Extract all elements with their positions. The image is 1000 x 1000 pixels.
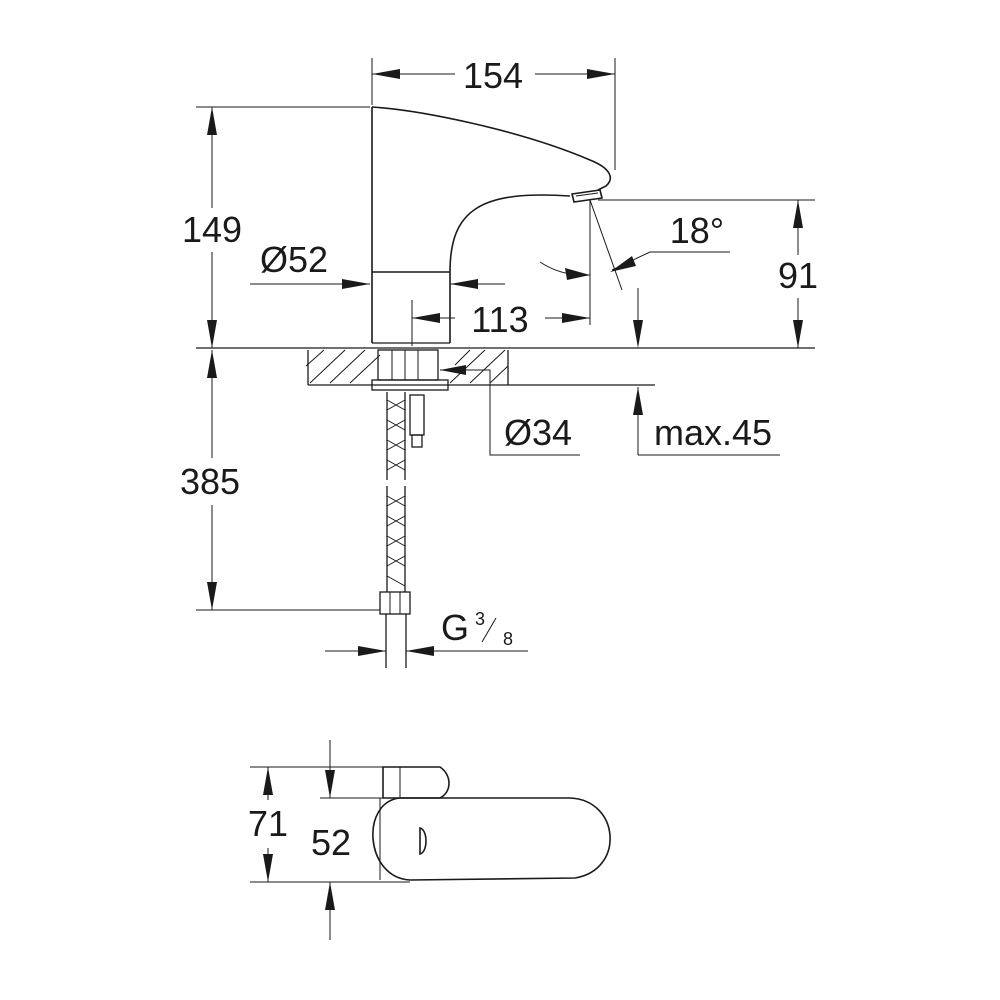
dim-hole-34: Ø34 [440,365,580,456]
dim-label-d34: Ø34 [504,412,572,453]
dim-diameter-52: Ø52 [250,239,505,289]
dim-label-149: 149 [182,209,242,250]
dim-width-154: 154 [371,55,616,170]
dim-label-385: 385 [180,461,240,502]
dim-label-g: G [441,607,469,648]
dim-label-max45: max.45 [654,412,772,453]
dim-label-d52: Ø52 [260,239,328,280]
dim-label-18deg: 18° [670,210,724,251]
dim-height-91: 91 [598,199,818,348]
dim-label-154: 154 [463,55,523,96]
dim-label-g-num: 3 [475,609,485,629]
dim-label-g-den: 8 [503,629,513,649]
dim-label-113: 113 [471,299,528,340]
dim-angle-18: 18° [539,199,730,291]
dim-label-52: 52 [311,822,351,863]
countertop-section [196,347,815,386]
dim-plan-71: 71 [248,766,410,883]
dim-height-149: 149 [182,106,370,348]
dim-label-71: 71 [248,803,288,844]
faucet-side-view [371,106,611,344]
dim-reach-113: 113 [411,200,591,346]
dim-label-91: 91 [778,255,818,296]
hose [379,392,425,668]
dim-hose-385: 385 [180,350,380,611]
dim-thread-g38: G 3 8 [325,607,528,656]
faucet-plan-view [372,766,611,881]
mounting-nut [371,349,449,391]
dim-plan-52: 52 [311,740,400,940]
dim-max-45: max.45 [633,387,780,456]
